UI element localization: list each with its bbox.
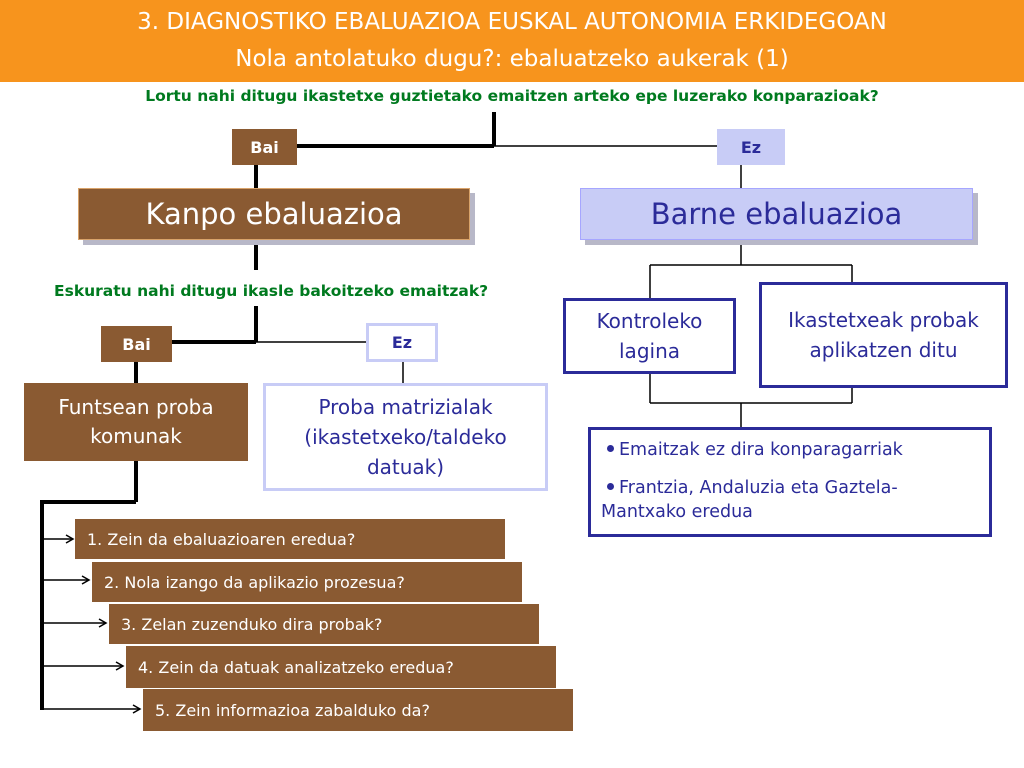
step-3: 3. Zelan zuzenduko dira probak?: [109, 604, 539, 644]
bullet-dot-icon: [607, 445, 614, 452]
proba-matrizialak-box: Proba matrizialak (ikastetxeko/taldeko d…: [263, 383, 548, 491]
step-2: 2. Nola izango da aplikazio prozesua?: [92, 562, 522, 602]
answer-yes-1: Bai: [232, 129, 297, 165]
question-comparisons: Lortu nahi ditugu ikastetxe guztietako e…: [145, 87, 879, 105]
answer-yes-2: Bai: [101, 326, 172, 362]
bullet-dot-icon: [607, 483, 614, 490]
page-subtitle: Nola antolatuko dugu?: ebaluatzeko auker…: [235, 46, 789, 72]
step-1: 1. Zein da ebaluazioaren eredua?: [75, 519, 505, 559]
outcomes-bullet-box: Emaitzak ez dira konparagarriak Frantzia…: [588, 427, 992, 537]
bullet-item: Frantzia, Andaluzia eta Gaztela-Mantxako…: [601, 478, 898, 522]
page-title: 3. DIAGNOSTIKO EBALUAZIOA EUSKAL AUTONOM…: [137, 9, 887, 35]
barne-ebaluazioa-box: Barne ebaluazioa: [580, 188, 973, 240]
header-bar: 3. DIAGNOSTIKO EBALUAZIOA EUSKAL AUTONOM…: [0, 0, 1024, 82]
answer-no-1: Ez: [717, 129, 785, 165]
step-4: 4. Zein da datuak analizatzeko eredua?: [126, 646, 556, 688]
bullet-item: Emaitzak ez dira konparagarriak: [601, 438, 981, 462]
kontroleko-lagina-box: Kontroleko lagina: [563, 298, 736, 374]
kanpo-ebaluazioa-box: Kanpo ebaluazioa: [78, 188, 470, 240]
ikastetxeak-probak-box: Ikastetxeak probak aplikatzen ditu: [759, 282, 1008, 388]
question-student-results: Eskuratu nahi ditugu ikasle bakoitzeko e…: [54, 282, 489, 300]
funtsean-proba-komunak-box: Funtsean proba komunak: [24, 383, 248, 461]
step-5: 5. Zein informazioa zabalduko da?: [143, 689, 573, 731]
answer-no-2: Ez: [366, 323, 438, 362]
